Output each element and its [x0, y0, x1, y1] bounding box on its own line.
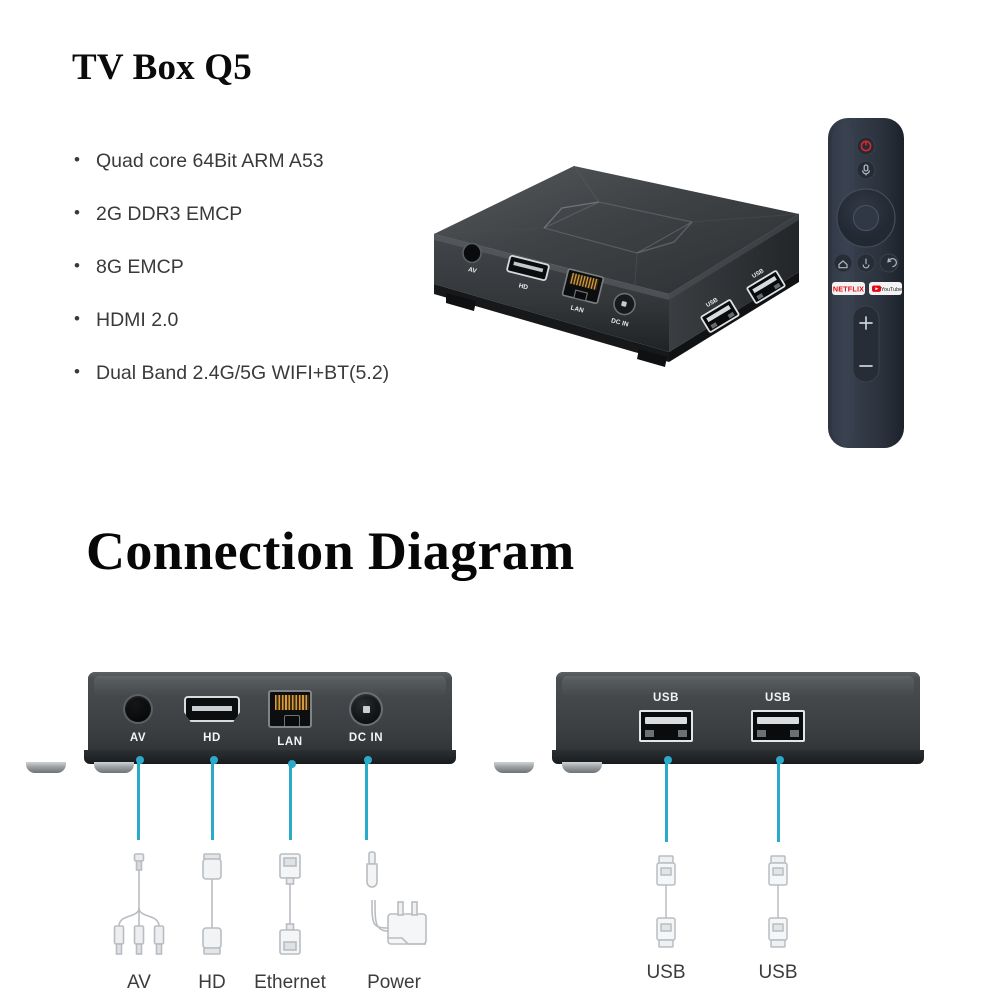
- cable-label-hd: HD: [198, 972, 226, 993]
- usb-port-icon-2: [751, 710, 805, 742]
- leader-line-usb-1: [665, 760, 668, 842]
- bullet-icon: •: [74, 150, 80, 169]
- usb-cable-icon-1: [648, 854, 684, 954]
- remote-control: NETFLIX YouTube: [820, 114, 912, 452]
- port-label-usb-1: USB: [652, 692, 680, 704]
- mic-icon: [861, 164, 871, 176]
- list-item: • Dual Band 2.4G/5G WIFI+BT(5.2): [74, 360, 404, 387]
- back-icon: [887, 258, 897, 268]
- hdmi-port-icon: [184, 696, 240, 722]
- spec-text: HDMI 2.0: [96, 308, 179, 331]
- usb-cable-icon-2: [760, 854, 796, 954]
- leader-line-hd: [211, 760, 214, 840]
- list-item: • Quad core 64Bit ARM A53: [74, 148, 404, 175]
- assistant-icon: [862, 258, 870, 269]
- front-panel-diagram: AV HD LAN DC IN: [26, 660, 460, 993]
- svg-text:LAN: LAN: [570, 305, 585, 315]
- port-label-dc-in: DC IN: [348, 732, 384, 744]
- power-adapter-icon: [358, 850, 430, 962]
- ethernet-cable-icon: [270, 852, 310, 962]
- leader-line-dc-in: [365, 760, 368, 840]
- section-title: Connection Diagram: [86, 521, 575, 581]
- list-item: • 2G DDR3 EMCP: [74, 201, 404, 228]
- bullet-icon: •: [74, 202, 80, 222]
- svg-text:YouTube: YouTube: [881, 287, 902, 293]
- list-item: • HDMI 2.0: [74, 307, 404, 334]
- port-label-usb-2: USB: [764, 692, 792, 704]
- svg-text:HD: HD: [518, 282, 529, 291]
- port-label-lan: LAN: [277, 736, 303, 748]
- lan-port-icon: [268, 690, 312, 728]
- bullet-icon: •: [74, 308, 80, 328]
- leader-line-lan: [289, 764, 292, 840]
- port-label-av: AV: [129, 732, 147, 744]
- av-cable-icon: [106, 852, 172, 960]
- spec-list: • Quad core 64Bit ARM A53 • 2G DDR3 EMCP…: [74, 148, 404, 413]
- cable-label-usb-2: USB: [758, 962, 798, 983]
- bullet-icon: •: [74, 255, 80, 275]
- netflix-button: [832, 282, 865, 295]
- av-jack-icon: [125, 696, 151, 722]
- leader-line-usb-2: [777, 760, 780, 842]
- spec-text: Dual Band 2.4G/5G WIFI+BT(5.2): [96, 361, 390, 384]
- page-title: TV Box Q5: [72, 47, 252, 88]
- port-label-hd: HD: [203, 732, 221, 744]
- power-icon: [860, 140, 872, 152]
- cable-label-av: AV: [127, 972, 151, 993]
- spec-text: 2G DDR3 EMCP: [96, 202, 243, 225]
- cable-label-ethernet: Ethernet: [254, 972, 326, 993]
- side-panel-diagram: USB USB USB: [494, 660, 928, 983]
- hd-cable-icon: [192, 852, 232, 960]
- dc-in-jack-icon: [351, 694, 381, 724]
- home-icon: [838, 260, 848, 269]
- leader-line-av: [137, 760, 140, 840]
- bullet-icon: •: [74, 361, 80, 381]
- cable-label-power: Power: [367, 972, 421, 993]
- tv-box-photo: AV HD: [424, 156, 814, 396]
- usb-port-icon-1: [639, 710, 693, 742]
- list-item: • 8G EMCP: [74, 254, 404, 281]
- cable-label-usb-1: USB: [646, 962, 686, 983]
- svg-text:NETFLIX: NETFLIX: [833, 285, 864, 294]
- svg-text:AV: AV: [467, 266, 478, 275]
- spec-text: 8G EMCP: [96, 255, 184, 278]
- spec-text: Quad core 64Bit ARM A53: [96, 150, 324, 172]
- svg-text:DC IN: DC IN: [610, 317, 629, 328]
